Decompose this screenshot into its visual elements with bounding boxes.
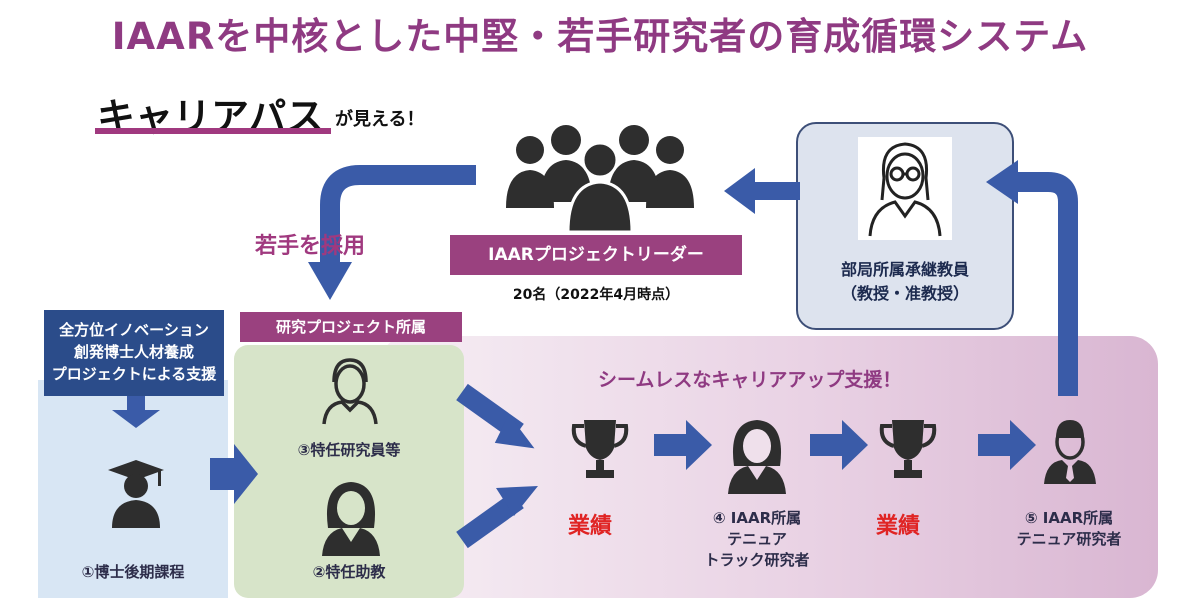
- research-project-header: 研究プロジェクト所属: [240, 312, 462, 342]
- seamless-support-label: シームレスなキャリアアップ支援！: [598, 369, 902, 391]
- leader-label: IAARプロジェクトリーダー: [450, 235, 742, 275]
- group-people-icon: [506, 125, 694, 234]
- leader-count: 20名（2022年4月時点）: [512, 287, 680, 303]
- trophy-icon: [571, 420, 629, 478]
- doctoral-to-project-arrow: [210, 458, 236, 490]
- achievement-label-2: 業績: [876, 514, 921, 539]
- recruit-arrow-head: [308, 262, 352, 300]
- faculty-to-leader-arrow-head: [724, 168, 755, 214]
- assistant-to-achievement-arrow-head: [496, 486, 538, 516]
- faculty-label: 部局所属承継教員 （教授・准教授）: [840, 260, 969, 303]
- career-path-subtext: が見える！: [335, 109, 425, 130]
- tenured-to-faculty-arrow: [1018, 172, 1078, 396]
- recruit-arrow: [320, 165, 476, 262]
- teacher-female-icon: [868, 142, 942, 237]
- doctoral-down-arrow: [127, 396, 145, 412]
- doctoral-support-header: 全方位イノベーション 創発博士人材養成 プロジェクトによる支援: [44, 310, 224, 396]
- recruit-label: 若手を採用: [255, 234, 366, 259]
- researcher-to-achievement-arrow-head: [494, 414, 535, 449]
- tenure-to-achievement-arrow-head: [842, 420, 868, 470]
- researcher-label: ③特任研究員等: [297, 441, 401, 459]
- trophy-icon-2: [879, 420, 937, 478]
- doctoral-to-project-arrow-head: [234, 444, 258, 504]
- doctoral-label: ①博士後期課程: [81, 563, 185, 581]
- achievement-to-tenure-arrow-head: [686, 420, 712, 470]
- tenured-label: ⑤ IAAR所属 テニュア研究者: [1016, 509, 1122, 548]
- faculty-to-leader-arrow: [752, 182, 800, 200]
- tenure-to-achievement-arrow: [810, 434, 844, 456]
- achievement-to-tenure-arrow: [654, 434, 688, 456]
- achievement-label-1: 業績: [568, 514, 613, 539]
- achievement-to-tenured-arrow: [978, 434, 1012, 456]
- tenure-track-label: ④ IAAR所属 テニュア トラック研究者: [704, 509, 810, 569]
- tenured-to-faculty-arrow-head: [986, 160, 1018, 204]
- doctoral-down-arrow-head: [112, 410, 160, 428]
- tenure-track-person-icon: [728, 420, 786, 494]
- assistant-label: ②特任助教: [312, 563, 386, 581]
- career-path-underline: [95, 128, 331, 134]
- graduate-icon: [108, 460, 164, 528]
- female-person-icon: [322, 482, 380, 556]
- page-title: IAARを中核とした中堅・若手研究者の育成循環システム: [111, 15, 1089, 58]
- person-tie-icon: [1044, 420, 1096, 484]
- male-person-icon: [322, 358, 378, 425]
- achievement-to-tenured-arrow-head: [1010, 420, 1036, 470]
